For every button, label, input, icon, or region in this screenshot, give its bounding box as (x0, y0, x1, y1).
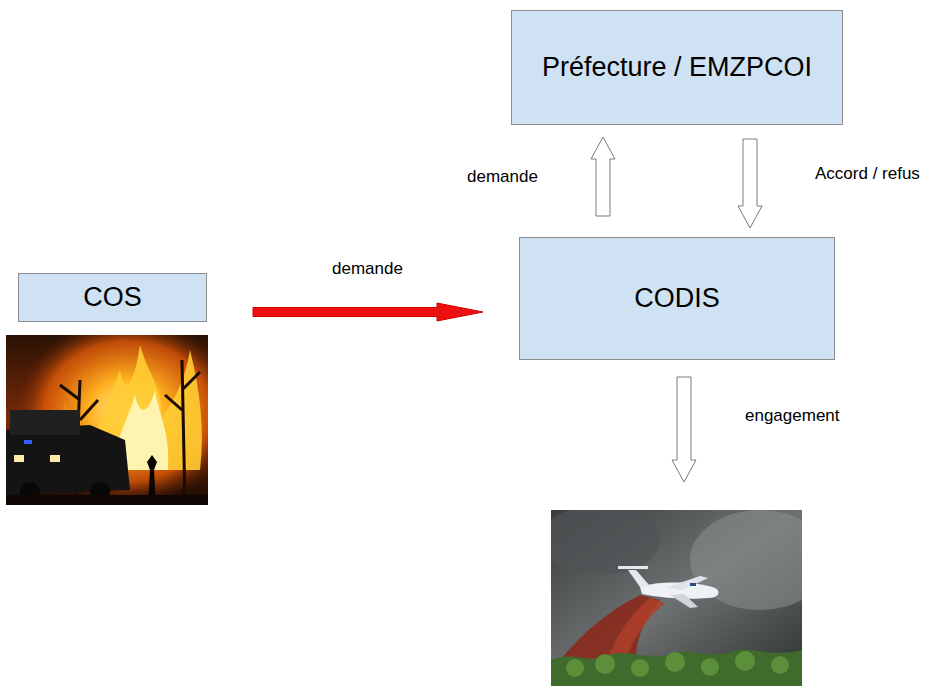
process-box: COS (18, 273, 207, 322)
block-arrow (591, 137, 615, 216)
arrow-label: Accord / refus (813, 164, 922, 184)
box-label: CODIS (634, 283, 720, 314)
arrow-label: demande (330, 259, 405, 279)
block-arrow (253, 303, 483, 321)
block-arrow (738, 139, 762, 228)
fire-photo (6, 335, 208, 505)
plane (618, 566, 719, 608)
arrow-label: demande (465, 167, 540, 187)
process-box: Préfecture / EMZPCOI (511, 10, 843, 125)
arrow-label: engagement (743, 406, 842, 426)
plane-photo (551, 510, 802, 686)
process-box: CODIS (519, 237, 835, 360)
engagement-arrow (672, 377, 696, 482)
box-label: Préfecture / EMZPCOI (542, 52, 812, 83)
box-label: COS (83, 282, 142, 313)
